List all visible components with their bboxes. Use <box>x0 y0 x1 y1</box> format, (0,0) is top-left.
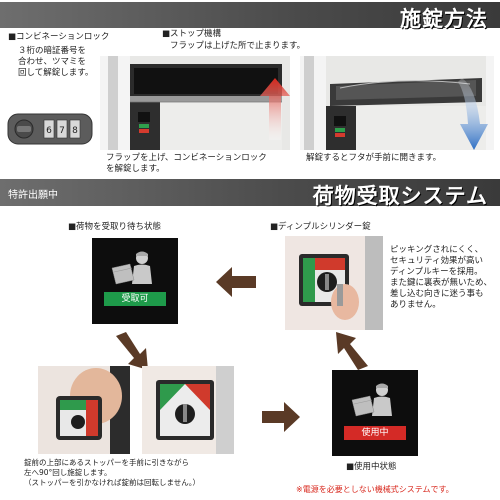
dimple-desc-line: ピッキングされにくく、 <box>390 245 484 255</box>
receive-band: 特許出願中 荷物受取システム <box>0 179 500 208</box>
caption-left-line: を解錠します。 <box>106 164 165 174</box>
combo-desc: ３桁の暗証番号を 合わせ、ツマミを 回して解錠します。 <box>18 46 93 79</box>
brown-down-right-arrow <box>116 332 148 370</box>
caption-left-line: フラップを上げ、コンビネーションロック <box>106 153 267 163</box>
dimple-desc-line: ディンプルキーを採用。 <box>390 267 483 277</box>
hand-turning-lock-photo <box>38 366 130 454</box>
bottom-caption-line: （ストッパーを引かなければ錠前は回転しません。） <box>24 478 201 487</box>
receive-title: 荷物受取システム <box>312 184 488 208</box>
dimple-label: ■ディンプルシリンダー錠 <box>270 222 371 232</box>
header-band: 施錠方法 <box>0 2 500 31</box>
combo-desc-line: 合わせ、ツマミを <box>18 57 87 67</box>
in-use-label: ■使用中状態 <box>346 462 397 472</box>
combo-label: ■コンビネーションロック <box>8 32 110 42</box>
stopper-label: ■ストップ機構 <box>162 29 222 39</box>
dimple-desc-line: また鍵に裏表が無いため、 <box>390 278 493 288</box>
stopper-desc: フラップは上げた所で止まります。 <box>170 41 306 51</box>
mailbox-lid-open-photo <box>300 56 494 150</box>
blue-down-arrow <box>458 78 488 150</box>
mechanical-note: ※電源を必要としない機械式システムです。 <box>296 485 454 494</box>
bottom-caption-line: 錠前の上部にあるストッパーを手前に引きながら <box>24 458 189 467</box>
brown-left-arrow <box>216 267 256 297</box>
patent-label: 特許出願中 <box>8 190 58 201</box>
svg-text:8: 8 <box>72 126 78 136</box>
caption-right: 解錠するとフタが手前に開きます。 <box>306 153 442 163</box>
bottom-caption-line: 左へ90°回し施錠します。 <box>24 468 112 477</box>
delivery-person-icon <box>111 251 152 285</box>
caption-left: フラップを上げ、コンビネーションロック を解錠します。 <box>106 153 267 175</box>
dimple-lock-photo <box>285 236 383 330</box>
delivery-person-icon <box>351 383 392 417</box>
dimple-desc: ピッキングされにくく、 セキュリティ効果が高い ディンプルキーを採用。 また鍵に… <box>390 245 492 311</box>
waiting-panel: 受取可 <box>92 238 178 324</box>
svg-text:7: 7 <box>59 126 65 136</box>
bottom-caption: 錠前の上部にあるストッパーを手前に引きながら 左へ90°回し施錠します。 （スト… <box>24 458 200 488</box>
red-up-arrow <box>260 78 290 140</box>
dimple-desc-line: セキュリティ効果が高い <box>390 256 483 266</box>
combo-desc-line: 回して解錠します。 <box>18 68 94 78</box>
in-use-badge: 使用中 <box>344 426 406 440</box>
combination-lock-photo: 6 7 8 <box>6 108 96 148</box>
in-use-panel: 使用中 <box>332 370 418 456</box>
combo-desc-line: ３桁の暗証番号を <box>18 46 87 56</box>
mailbox-flap-up-photo <box>100 56 290 150</box>
brown-right-arrow <box>262 402 300 432</box>
locked-dial-photo <box>142 366 234 454</box>
dimple-desc-line: ありません。 <box>390 300 441 310</box>
brown-up-left-arrow <box>336 332 368 370</box>
waiting-badge: 受取可 <box>104 292 166 306</box>
waiting-label: ■荷物を受取り待ち状態 <box>68 222 162 232</box>
dimple-desc-line: 差し込む向きに迷う事も <box>390 289 484 299</box>
header-title: 施錠方法 <box>400 7 488 31</box>
svg-text:6: 6 <box>46 126 52 136</box>
